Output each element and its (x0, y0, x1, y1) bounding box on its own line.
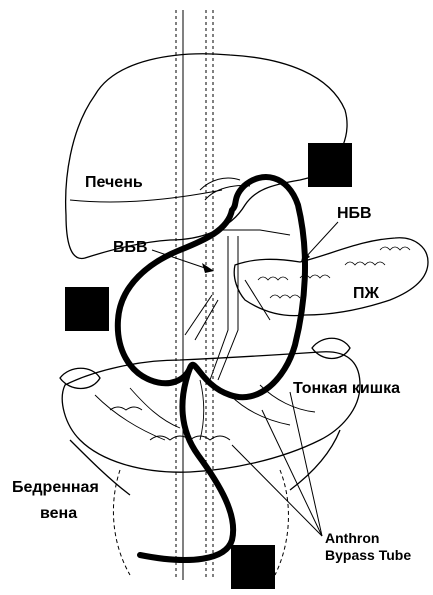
intestine-outline (62, 352, 360, 472)
pancreas-texture (258, 247, 410, 298)
label-small-intestine: Тонкая кишка (293, 380, 400, 397)
bypass-tube (118, 177, 305, 397)
label-tube-line2: Bypass Tube (325, 547, 411, 563)
marker-square-left (65, 287, 109, 331)
label-svc: ВБВ (113, 239, 148, 256)
marker-square-bottom (231, 545, 275, 589)
label-femoral-line2: вена (40, 505, 77, 522)
label-tube-line1: Anthron (325, 530, 379, 546)
marker-square-top (308, 143, 352, 187)
svc-arrowhead (202, 263, 214, 273)
label-pancreas: ПЖ (353, 285, 380, 302)
label-ivc: НБВ (337, 205, 372, 222)
portal-vessels (185, 178, 290, 380)
label-femoral-line1: Бедренная (12, 479, 99, 496)
bypass-tube-femoral-limb (140, 368, 233, 560)
label-liver: Печень (85, 174, 143, 191)
liver-lobe-line (70, 190, 222, 202)
intestine-vessels (95, 380, 315, 440)
midline-guides (176, 10, 213, 580)
